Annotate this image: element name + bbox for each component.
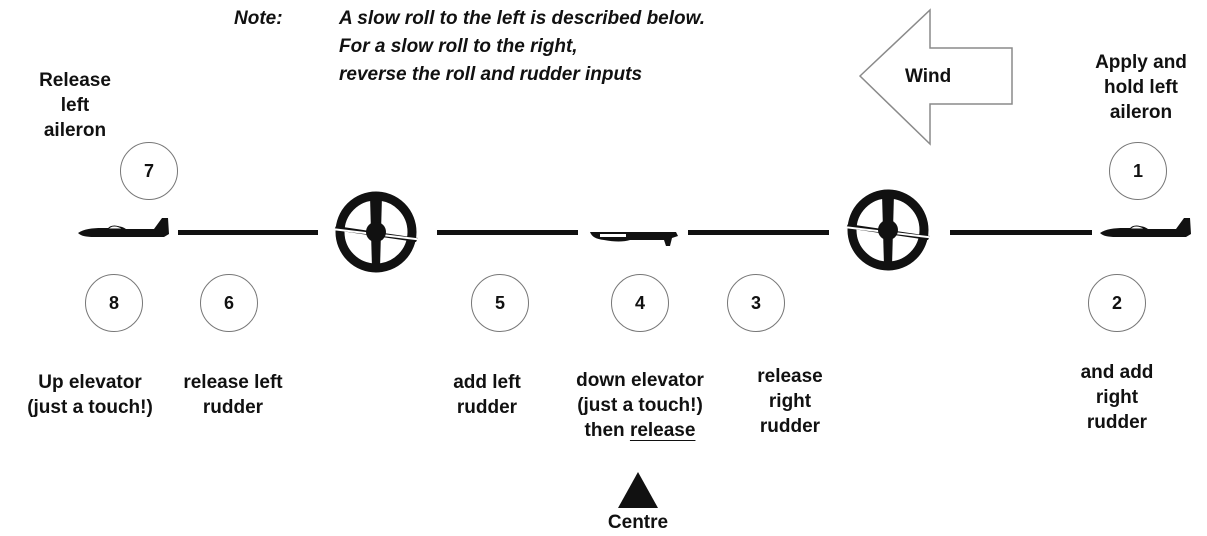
step-2-circle: 2 bbox=[1088, 274, 1146, 332]
note-line-3: reverse the roll and rudder inputs bbox=[339, 64, 643, 85]
wind-arrow bbox=[858, 8, 1013, 146]
release-emphasis: release bbox=[629, 420, 696, 441]
centre-marker-icon bbox=[618, 472, 658, 508]
flight-path-segment bbox=[437, 230, 578, 235]
flight-path-segment bbox=[178, 230, 318, 235]
step-8-circle: 8 bbox=[85, 274, 143, 332]
note-line-1: A slow roll to the left is described bel… bbox=[339, 8, 705, 29]
wind-label: Wind bbox=[905, 66, 952, 87]
plane-level-right-icon bbox=[1100, 218, 1191, 237]
step-3-circle: 3 bbox=[727, 274, 785, 332]
step-7-circle: 7 bbox=[120, 142, 178, 200]
step-1-circle: 1 bbox=[1109, 142, 1167, 200]
step-6-circle: 6 bbox=[200, 274, 258, 332]
flight-path-segment bbox=[688, 230, 829, 235]
plane-level-left-icon bbox=[78, 218, 169, 237]
step-4-circle: 4 bbox=[611, 274, 669, 332]
plane-knife-edge-icon bbox=[843, 189, 937, 271]
plane-inverted-icon bbox=[590, 232, 678, 246]
step-4-text: down elevator (just a touch!) then relea… bbox=[576, 370, 704, 441]
note-line-2: For a slow roll to the right, bbox=[339, 36, 578, 57]
step-5-circle: 5 bbox=[471, 274, 529, 332]
step-8-text: Up elevator(just a touch!) bbox=[27, 372, 153, 418]
centre-label: Centre bbox=[607, 512, 669, 533]
plane-knife-edge-icon bbox=[331, 191, 425, 273]
note-label: Note: bbox=[234, 8, 283, 29]
flight-path-segment bbox=[950, 230, 1092, 235]
